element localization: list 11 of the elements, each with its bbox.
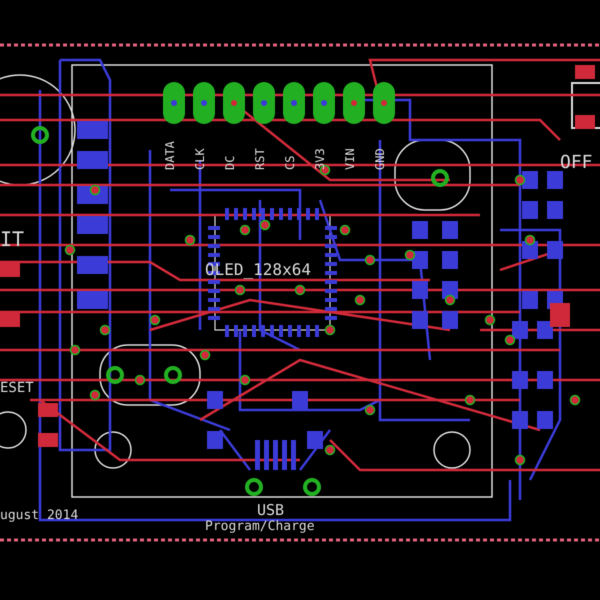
pin-label: RST [253,148,267,170]
pin-label: CS [283,156,297,170]
pin-label: 3V3 [313,148,327,170]
pin-label: CLK [193,148,207,170]
connector-label: Program/Charge [205,519,315,534]
button-label: ESET [0,380,34,396]
pin-label: DATA [163,141,177,170]
connector-label: USB [257,501,284,519]
pin-label: VIN [343,148,357,170]
pin-label: GND [373,148,387,170]
pin-label: DC [223,156,237,170]
